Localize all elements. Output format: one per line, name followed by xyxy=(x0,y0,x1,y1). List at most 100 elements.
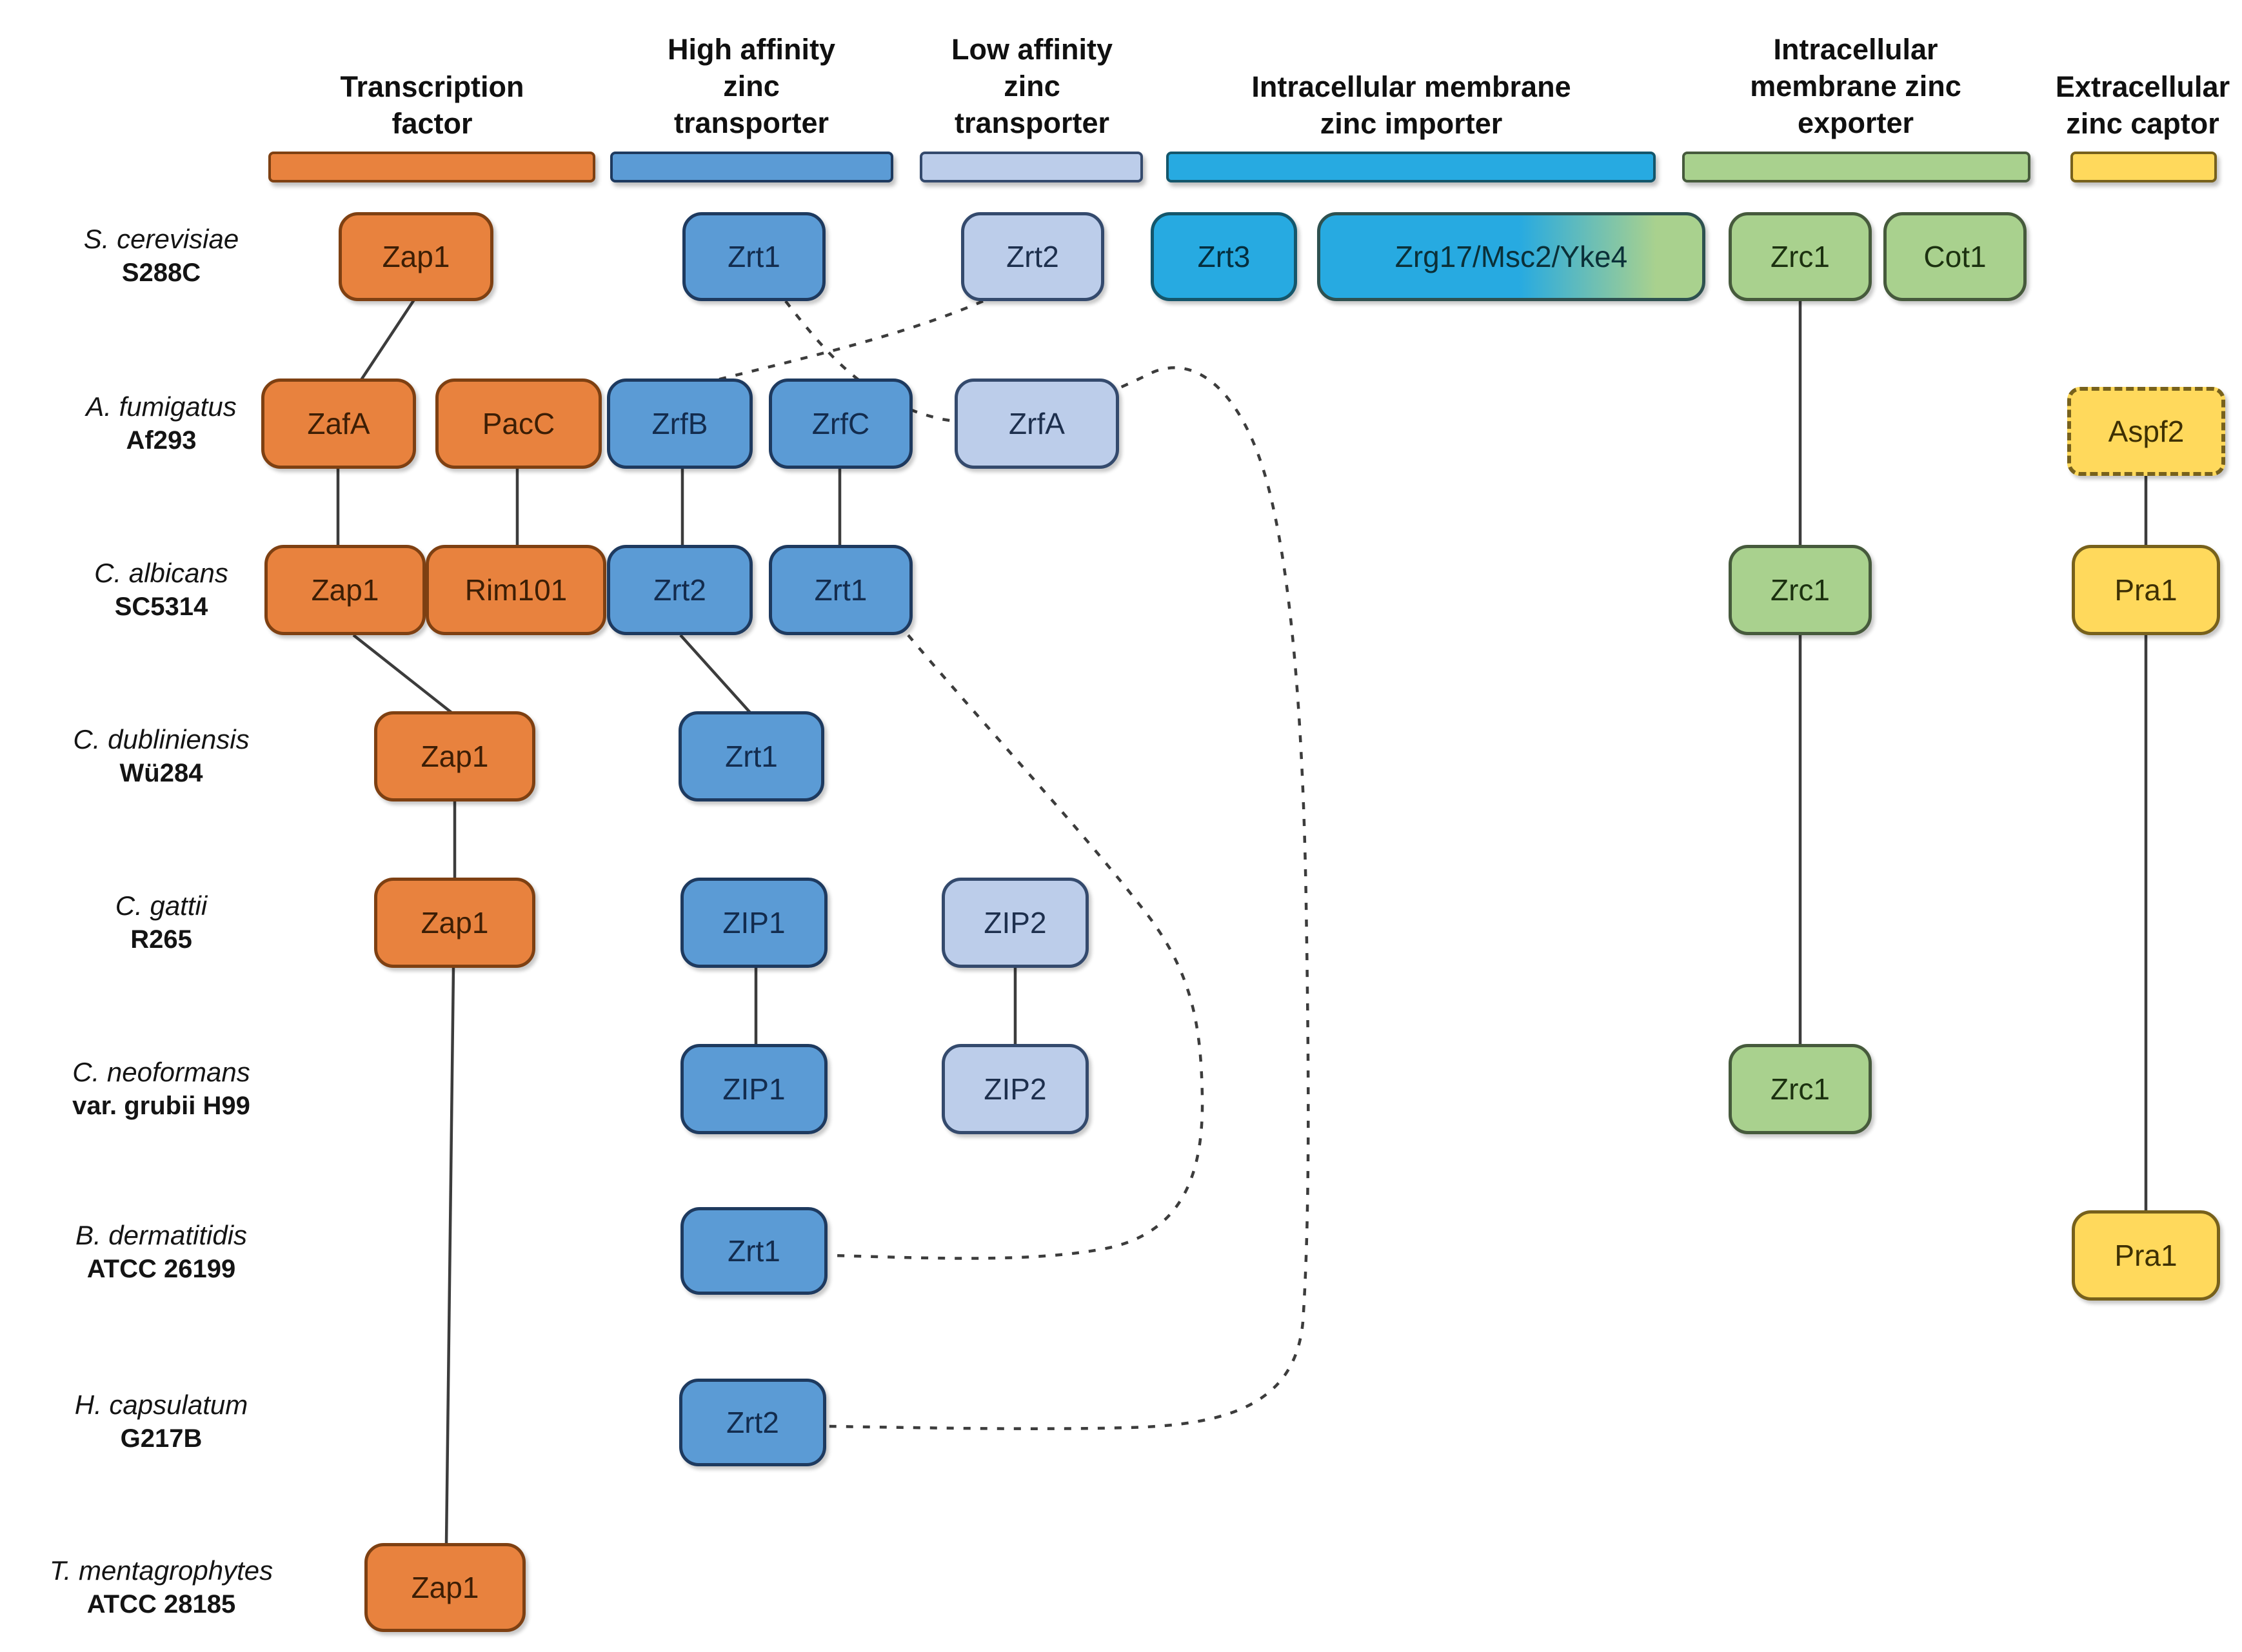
node-zap1_cg: Zap1 xyxy=(374,878,535,968)
edge-dashed-zrt1_ca-zrt1_bd xyxy=(829,634,1204,1260)
species-name: H. capsulatum xyxy=(74,1390,248,1420)
node-label: Zrg17/Msc2/Yke4 xyxy=(1394,240,1628,273)
node-zafa: ZafA xyxy=(261,379,416,469)
species-name: B. dermatitidis xyxy=(75,1220,248,1250)
column-header-line: High affinity xyxy=(668,33,835,66)
species-name: A. fumigatus xyxy=(86,391,237,422)
node-label: Zap1 xyxy=(382,240,450,273)
node-zrfc: ZrfC xyxy=(769,379,913,469)
node-label: ZrfB xyxy=(651,407,708,440)
edge-solid-zap1_ca-zap1_cd xyxy=(352,634,453,714)
species-strain: G217B xyxy=(120,1424,203,1453)
species-strain: Wü284 xyxy=(119,759,203,787)
node-pacc: PacC xyxy=(435,379,602,469)
node-pra1_bd: Pra1 xyxy=(2072,1210,2220,1301)
species-strain: S288C xyxy=(121,259,201,287)
node-zrt1_cd: Zrt1 xyxy=(679,711,824,801)
species-strain: var. grubii H99 xyxy=(72,1092,250,1120)
node-aspf2: Aspf2 xyxy=(2067,387,2225,476)
species-strain: Af293 xyxy=(126,426,197,455)
node-zrg17: Zrg17/Msc2/Yke4 xyxy=(1317,212,1705,301)
node-label: Zap1 xyxy=(311,573,379,607)
column-header-line: transporter xyxy=(954,106,1110,139)
node-rim101: Rim101 xyxy=(426,545,606,635)
column-header-importer: Intracellular membrane zinc importer xyxy=(1251,68,1571,142)
column-header-line: Extracellular xyxy=(2055,70,2230,103)
node-zap1_tm: Zap1 xyxy=(364,1543,526,1632)
node-zrc1_ca: Zrc1 xyxy=(1729,545,1872,635)
column-header-line: exporter xyxy=(1797,106,1914,139)
node-label: Cot1 xyxy=(1923,240,1987,273)
node-zrt1_ca: Zrt1 xyxy=(769,545,913,635)
node-label: Zrt3 xyxy=(1197,240,1251,273)
column-bar-high xyxy=(610,152,893,182)
node-label: Zrt1 xyxy=(814,573,868,607)
node-label: ZIP2 xyxy=(984,1072,1047,1106)
column-header-line: factor xyxy=(392,107,473,140)
column-header-line: Intracellular xyxy=(1773,33,1938,66)
species-strain: SC5314 xyxy=(114,593,208,621)
node-cot1: Cot1 xyxy=(1883,212,2027,301)
species-name: C. neoformans xyxy=(72,1057,250,1087)
node-zrt1_sc: Zrt1 xyxy=(682,212,826,301)
node-label: ZafA xyxy=(307,407,370,440)
node-label: ZrfA xyxy=(1009,407,1065,440)
edge-solid-zap1_sc-zafa xyxy=(360,299,415,381)
column-header-line: Intracellular membrane xyxy=(1251,70,1571,103)
node-label: Zrt2 xyxy=(726,1406,779,1439)
node-label: Zap1 xyxy=(421,740,489,773)
node-zrt1_bd: Zrt1 xyxy=(680,1207,828,1295)
edge-solid-zap1_cg-zap1_tm xyxy=(444,967,455,1545)
node-label: ZrfC xyxy=(811,407,870,440)
column-header-line: transporter xyxy=(673,106,829,139)
column-bar-captor xyxy=(2070,152,2217,182)
column-header-line: zinc importer xyxy=(1320,107,1503,140)
column-header-line: zinc xyxy=(1004,70,1060,103)
node-zap1_ca: Zap1 xyxy=(264,545,426,635)
edge-solid-zrt2_ca-zrt1_cd xyxy=(679,634,751,714)
node-zap1_cd: Zap1 xyxy=(374,711,535,801)
column-header-captor: Extracellular zinc captor xyxy=(2056,68,2230,142)
node-label: Zrc1 xyxy=(1771,1072,1830,1106)
species-strain: R265 xyxy=(130,925,192,954)
node-label: Zrc1 xyxy=(1771,240,1830,273)
node-label: ZIP2 xyxy=(984,906,1047,939)
species-name: T. mentagrophytes xyxy=(49,1555,273,1586)
node-zrt2_sc: Zrt2 xyxy=(961,212,1104,301)
column-bar-exporter xyxy=(1682,152,2030,182)
column-header-line: zinc captor xyxy=(2066,107,2219,140)
column-bar-low xyxy=(920,152,1143,182)
node-label: Zrt2 xyxy=(1006,240,1059,273)
node-label: ZIP1 xyxy=(722,906,786,939)
column-bar-tf xyxy=(268,152,595,182)
edge-dashed-zrt1_sc-zrt2_hc xyxy=(784,300,1310,1430)
node-label: Rim101 xyxy=(464,573,568,607)
column-header-line: zinc xyxy=(723,70,780,103)
node-label: Zrt1 xyxy=(728,1234,780,1268)
species-name: C. dubliniensis xyxy=(73,724,250,754)
node-label: Pra1 xyxy=(2114,573,2178,607)
node-zrc1_cn: Zrc1 xyxy=(1729,1044,1872,1134)
node-zip1_cn: ZIP1 xyxy=(680,1044,828,1134)
species-label-c_neoformans: C. neoformans var. grubii H99 xyxy=(6,1056,316,1123)
node-zrt3: Zrt3 xyxy=(1151,212,1297,301)
node-zap1_sc: Zap1 xyxy=(339,212,493,301)
column-header-line: Low affinity xyxy=(951,33,1113,66)
species-strain: ATCC 28185 xyxy=(86,1590,236,1618)
node-label: Aspf2 xyxy=(2108,415,2185,448)
edge-dashed-zrt2_sc-zrfb xyxy=(709,299,984,384)
node-label: Zrt2 xyxy=(653,573,706,607)
node-label: PacC xyxy=(482,407,555,440)
node-label: Zrt1 xyxy=(725,740,778,773)
node-label: Zap1 xyxy=(411,1571,479,1604)
